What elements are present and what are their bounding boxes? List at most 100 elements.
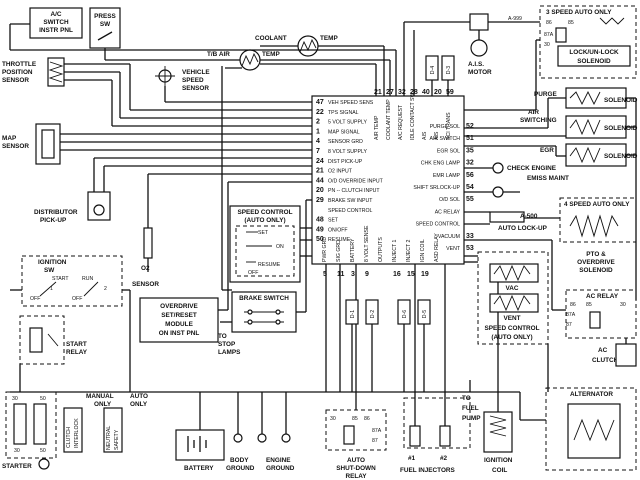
svg-text:RELAY: RELAY (66, 349, 88, 356)
ecu-pin-label: AIR SWITCH (429, 136, 460, 142)
svg-text:CHECK ENGINE: CHECK ENGINE (507, 165, 557, 172)
ecu-pin-number: 44 (316, 177, 324, 184)
svg-text:4 SPEED AUTO ONLY: 4 SPEED AUTO ONLY (564, 201, 630, 208)
svg-text:STOP: STOP (218, 341, 236, 348)
svg-text:(AUTO ONLY): (AUTO ONLY) (491, 334, 532, 341)
ecu-pin-label: O2 INPUT (328, 169, 353, 175)
svg-text:PRESS: PRESS (94, 13, 116, 20)
ecu-pin-number: 33 (466, 233, 474, 240)
ac-clutch: AC CLUTCH (592, 338, 637, 367)
svg-text:MANUAL: MANUAL (86, 393, 114, 400)
ecu-pin-label: PN -- CLUTCH INPUT (328, 188, 380, 194)
ecu-pin-label: COOLANT TEMP (386, 99, 392, 140)
map-sensor: MAP SENSOR (2, 123, 312, 165)
ecu-pin-number: 7 (316, 148, 320, 155)
svg-text:RUN: RUN (82, 276, 93, 282)
alternator: ALTERNATOR (519, 387, 637, 471)
ecu-pin-number: 50 (316, 236, 324, 243)
ecu-pin-number: 21 (316, 168, 324, 175)
svg-text:50: 50 (40, 448, 46, 454)
ecu-pin-number: 2 (316, 119, 320, 126)
svg-text:PURGE: PURGE (534, 91, 557, 98)
svg-text:87A: 87A (544, 32, 554, 38)
fuel-pump: TO FUEL PUMP (462, 380, 481, 422)
svg-text:87: 87 (372, 438, 378, 444)
o2-sensor: O2 SENSOR (132, 173, 312, 288)
ecu-pin-label: AC RELAY (435, 209, 461, 215)
svg-text:VENT: VENT (503, 315, 520, 322)
svg-text:EGR: EGR (540, 147, 554, 154)
svg-text:TEMP: TEMP (262, 51, 280, 58)
svg-text:NEUTRAL: NEUTRAL (106, 426, 112, 450)
overdrive-solenoid-4speed: 4 SPEED AUTO ONLY PTO & OVERDRIVE SOLENO… (524, 197, 637, 274)
ecu-pin-label: IDLE CONTACT SW (410, 93, 416, 140)
svg-text:86: 86 (570, 302, 576, 308)
svg-text:TO: TO (218, 333, 227, 340)
svg-text:SPEED: SPEED (182, 77, 204, 84)
svg-text:SENSOR: SENSOR (2, 77, 29, 84)
svg-text:THROTTLE: THROTTLE (2, 61, 37, 68)
check-engine-lamps: CHECK ENGINE EMISS MAINT (464, 162, 569, 198)
ecu-pin-number: 22 (316, 109, 324, 116)
ecu-pin-number: 53 (466, 245, 474, 252)
svg-text:AUTO LOCK-UP: AUTO LOCK-UP (498, 225, 548, 232)
ecu-pin-label: O/D OVERRIDE INPUT (328, 178, 384, 184)
ecu-pin-label: VACUUM (438, 234, 460, 240)
asd-relay: 87A 87 30 85 86 AUTO SHUT-DOWN RELAY (325, 264, 387, 480)
ecu-pin-label: ON/OFF (328, 227, 348, 233)
svg-text:OVERDRIVE: OVERDRIVE (577, 259, 615, 266)
svg-text:OVERDRIVE: OVERDRIVE (160, 303, 198, 310)
svg-text:ONLY: ONLY (130, 401, 148, 408)
svg-text:30: 30 (330, 416, 336, 422)
svg-text:DISTRIBUTOR: DISTRIBUTOR (34, 209, 78, 216)
svg-text:INSTR PNL: INSTR PNL (39, 27, 73, 34)
svg-text:SWITCHING: SWITCHING (520, 117, 557, 124)
ecu-pin-label: A/C REQUEST (398, 104, 404, 140)
svg-text:86: 86 (364, 416, 370, 422)
svg-text:A/C: A/C (50, 11, 61, 18)
svg-text:85: 85 (586, 302, 592, 308)
ecu-pin-label: 8 VOLT SENSE (364, 225, 370, 262)
svg-text:AUTO: AUTO (347, 457, 365, 464)
ecu-pin-number: 56 (466, 172, 474, 179)
ecu-pin-number: 4 (316, 138, 320, 145)
ecu-pin-label: CHK ENG LAMP (421, 161, 461, 167)
svg-text:TEMP: TEMP (320, 35, 338, 42)
ecu-pin-label: 5 VOLT SUPPLY (328, 120, 367, 126)
svg-text:RESUME: RESUME (258, 262, 281, 268)
svg-text:BATTERY: BATTERY (184, 465, 214, 472)
press-switch: PRESS SW (89, 7, 390, 61)
ecu-pin-label: SHIFT SRLOCK-UP (413, 185, 460, 191)
svg-text:D-6: D-6 (402, 310, 408, 318)
ecu-pin-label: EMR LAMP (433, 173, 461, 179)
svg-text:A-999: A-999 (508, 16, 522, 22)
ac-relay: AC RELAY 86 85 87A 87 30 (464, 239, 637, 339)
ecu-pin-label: MAP SIGNAL (328, 129, 360, 135)
speed-control-solenoids: VAC VENT SPEED CONTROL (AUTO ONLY) (464, 251, 549, 345)
ecu-pin-label: IGN COIL (420, 239, 426, 262)
svg-text:SPEED CONTROL: SPEED CONTROL (484, 325, 539, 332)
svg-text:D-5: D-5 (422, 310, 428, 318)
svg-text:AC RELAY: AC RELAY (586, 293, 619, 300)
svg-text:30: 30 (620, 302, 626, 308)
ecu-pin-label: PURGE SOL (430, 124, 460, 130)
svg-text:SET/RESET: SET/RESET (161, 312, 197, 319)
ground-points: BODY GROUND ENGINE GROUND (226, 392, 295, 472)
ecu-pin-label: INJECT 1 (392, 239, 398, 262)
svg-text:PUMP: PUMP (462, 415, 481, 422)
ecu-pin-label: EGR SOL (437, 148, 460, 154)
svg-text:SPEED CONTROL: SPEED CONTROL (237, 209, 292, 216)
svg-text:GROUND: GROUND (266, 465, 295, 472)
svg-text:SOLENOID: SOLENOID (604, 97, 638, 104)
ecu-pin-label: INJECT 2 (406, 239, 412, 262)
svg-text:87A: 87A (566, 312, 576, 318)
ecu-pin-number: 54 (466, 184, 474, 191)
svg-text:SET: SET (258, 230, 269, 236)
svg-text:AUTO: AUTO (130, 393, 148, 400)
svg-text:INTERLOCK: INTERLOCK (74, 418, 80, 448)
ecu-pin-label: TPS SIGNAL (328, 110, 359, 116)
svg-text:OFF: OFF (248, 270, 258, 276)
ecu-pin-label: SPEED CONTROL (416, 222, 461, 228)
